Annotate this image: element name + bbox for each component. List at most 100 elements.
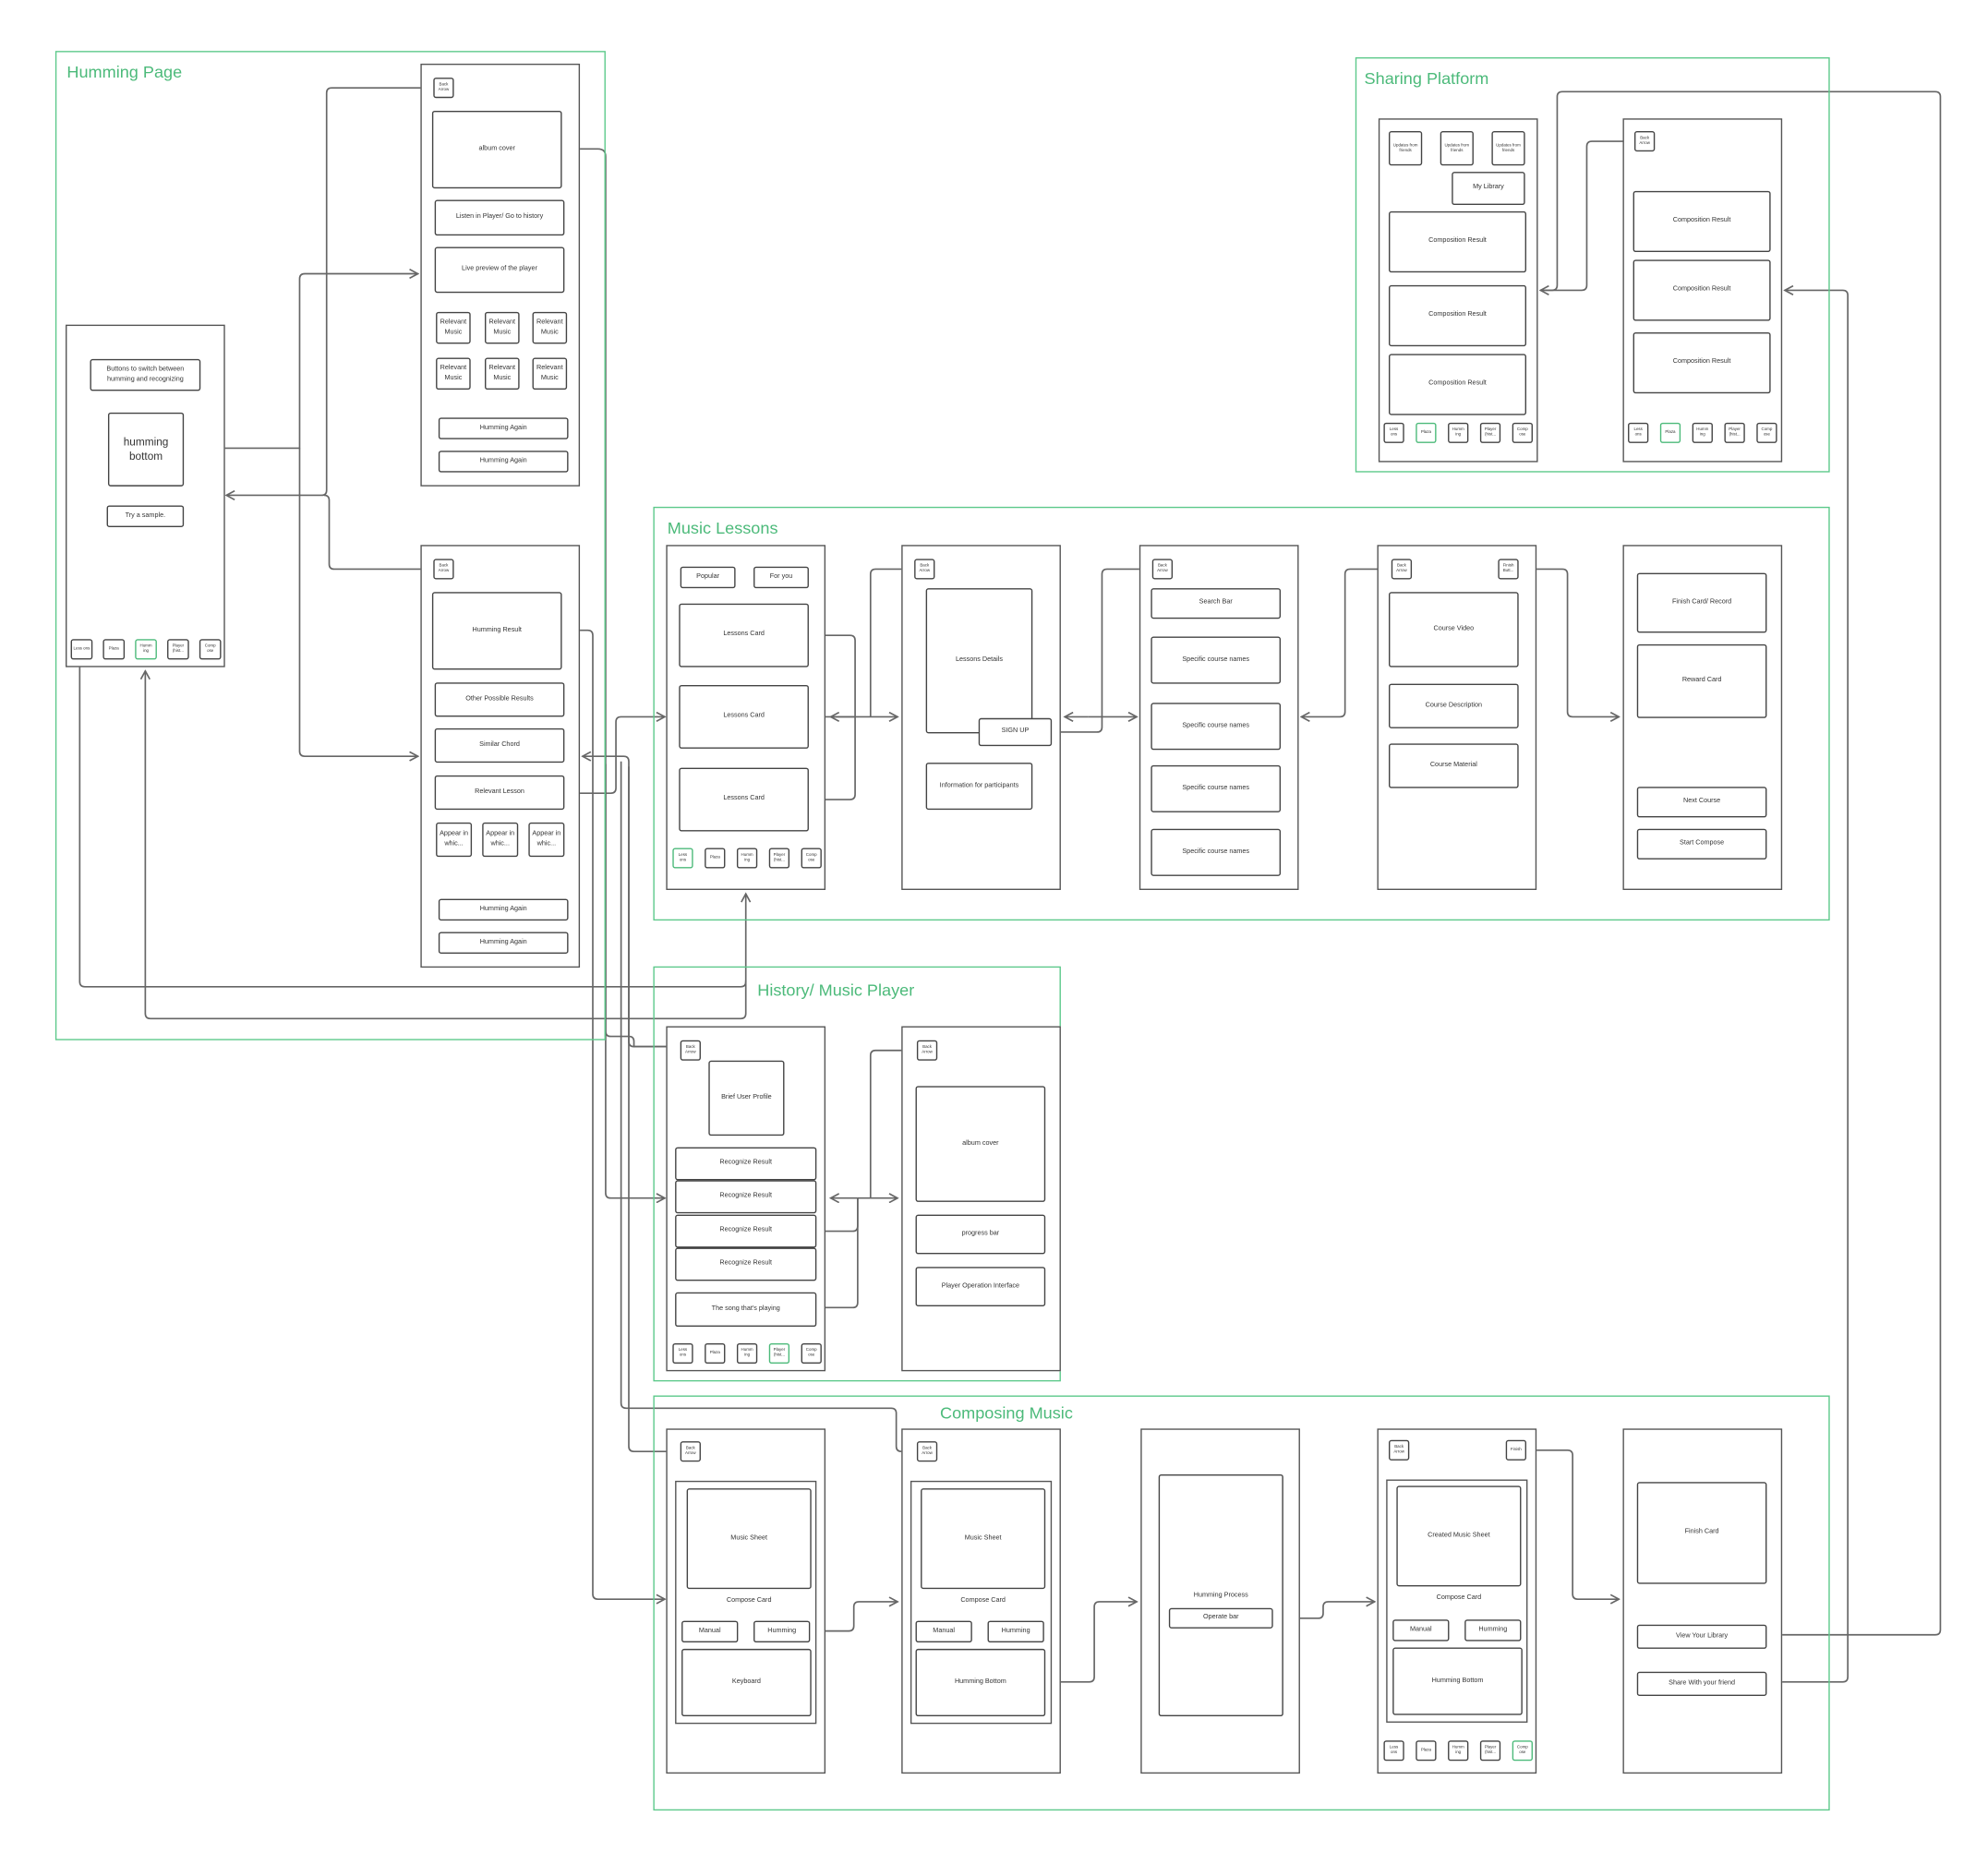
appear-in-card[interactable]: Appear in whic...	[528, 822, 565, 858]
relevant-music-card[interactable]: Relevant Music	[436, 311, 471, 344]
tab-lessons[interactable]: Less ons	[672, 1342, 693, 1365]
back-arrow-button[interactable]: Back Arrow	[1151, 559, 1174, 580]
manual-button[interactable]: Manual	[915, 1620, 972, 1643]
tab-humming[interactable]: Humm ing	[736, 1342, 758, 1365]
tab-plaza[interactable]: Plaza	[1416, 1740, 1437, 1762]
recognize-result-row[interactable]: Recognize Result	[675, 1247, 817, 1281]
tab-humming[interactable]: Humm ing	[1448, 1740, 1469, 1762]
back-arrow-button[interactable]: Back Arrow	[916, 1040, 938, 1061]
start-compose-button[interactable]: Start Compose	[1636, 828, 1767, 860]
friend-updates-card[interactable]: Updates from friends	[1440, 131, 1474, 166]
relevant-music-card[interactable]: Relevant Music	[436, 357, 471, 391]
tab-compose[interactable]: Comp ose	[801, 848, 822, 869]
lessons-card[interactable]: Lessons Card	[679, 684, 809, 749]
my-library-button[interactable]: My Library	[1452, 172, 1525, 206]
tab-compose[interactable]: Comp ose	[801, 1342, 822, 1365]
recognize-result-row[interactable]: Recognize Result	[675, 1214, 817, 1248]
composition-result-card[interactable]: Composition Result	[1633, 190, 1771, 253]
back-arrow-button[interactable]: Back Arrow	[680, 1040, 701, 1061]
back-arrow-button[interactable]: Back Arrow	[916, 1441, 938, 1462]
relevant-music-card[interactable]: Relevant Music	[485, 311, 520, 344]
tab-compose[interactable]: Comp ose	[199, 639, 222, 660]
similar-chord-button[interactable]: Similar Chord	[434, 728, 565, 764]
course-name-card[interactable]: Specific course names	[1151, 828, 1282, 876]
back-arrow-button[interactable]: Back Arrow	[914, 559, 935, 580]
course-video[interactable]: Course Video	[1389, 592, 1519, 667]
back-arrow-button[interactable]: Back Arrow	[433, 78, 454, 99]
finish-card-record[interactable]: Finish Card/ Record	[1636, 572, 1767, 633]
brief-user-profile[interactable]: Brief User Profile	[708, 1060, 785, 1136]
player-operation-interface[interactable]: Player Operation Interface	[915, 1267, 1046, 1306]
album-cover[interactable]: album cover	[915, 1086, 1046, 1202]
tab-lessons[interactable]: Less ons	[1628, 422, 1649, 443]
recognize-result-row[interactable]: Recognize Result	[675, 1147, 817, 1181]
search-bar[interactable]: Search Bar	[1151, 588, 1282, 619]
tab-plaza[interactable]: Plaza	[705, 1342, 726, 1365]
humming-bottom-button[interactable]: Humming Bottom	[1392, 1647, 1523, 1715]
try-sample-button[interactable]: Try a sample.	[106, 505, 185, 527]
tab-humming[interactable]: Humm ing	[1448, 422, 1469, 443]
composition-result-card[interactable]: Composition Result	[1633, 331, 1771, 394]
back-arrow-button[interactable]: Back Arrow	[1391, 559, 1413, 580]
appear-in-card[interactable]: Appear in whic...	[436, 822, 473, 858]
humming-bottom-button[interactable]: humming bottom	[107, 412, 185, 487]
recognize-result-row[interactable]: Recognize Result	[675, 1180, 817, 1214]
back-arrow-button[interactable]: Back Arrow	[1633, 131, 1656, 152]
course-description[interactable]: Course Description	[1389, 683, 1519, 728]
tab-player[interactable]: Player (hist...	[167, 639, 189, 660]
composition-result-card[interactable]: Composition Result	[1633, 259, 1771, 321]
humming-process-area[interactable]: Humming Process	[1158, 1473, 1283, 1717]
humming-again-button[interactable]: Humming Again	[438, 932, 569, 954]
tab-plaza[interactable]: Plaza	[102, 639, 126, 660]
course-name-card[interactable]: Specific course names	[1151, 764, 1282, 812]
friend-updates-card[interactable]: Updates from friends	[1491, 131, 1525, 166]
sign-up-button[interactable]: SIGN UP	[978, 717, 1053, 747]
composition-result-card[interactable]: Composition Result	[1389, 210, 1527, 273]
tab-player[interactable]: Player (hist...	[1479, 422, 1501, 443]
finish-button[interactable]: Finish	[1505, 1439, 1527, 1461]
tab-lessons[interactable]: Less ons	[70, 639, 93, 660]
manual-button[interactable]: Manual	[1392, 1619, 1450, 1642]
appear-in-card[interactable]: Appear in whic...	[482, 822, 519, 858]
tab-plaza[interactable]: Plaza	[1416, 422, 1437, 443]
tab-player[interactable]: Player (hist...	[1724, 422, 1745, 443]
relevant-music-card[interactable]: Relevant Music	[485, 357, 520, 391]
tab-plaza[interactable]: Plaza	[705, 848, 726, 869]
back-arrow-button[interactable]: Back Arrow	[433, 559, 454, 580]
humming-button[interactable]: Humming	[753, 1620, 811, 1643]
tab-humming[interactable]: Humm ing	[1692, 422, 1713, 443]
music-sheet[interactable]: Music Sheet	[686, 1488, 812, 1590]
listen-in-player-button[interactable]: Listen in Player/ Go to history	[434, 199, 565, 236]
tab-compose[interactable]: Comp ose	[1512, 422, 1533, 443]
lessons-card[interactable]: Lessons Card	[679, 767, 809, 832]
now-playing-song[interactable]: The song that's playing	[675, 1292, 817, 1328]
live-preview-player[interactable]: Live preview of the player	[434, 247, 565, 294]
humming-again-button[interactable]: Humming Again	[438, 898, 569, 921]
participants-info[interactable]: Information for participants	[925, 763, 1033, 811]
humming-button[interactable]: Humming	[1464, 1619, 1522, 1642]
tab-player[interactable]: Player (hist...	[1479, 1740, 1501, 1762]
tab-plaza[interactable]: Plaza	[1659, 422, 1681, 443]
tab-lessons[interactable]: Less ons	[1383, 1740, 1404, 1762]
relevant-music-card[interactable]: Relevant Music	[532, 357, 568, 391]
composition-result-card[interactable]: Composition Result	[1389, 284, 1527, 347]
view-library-button[interactable]: View Your Library	[1636, 1624, 1767, 1649]
tab-lessons[interactable]: Less ons	[1383, 422, 1404, 443]
reward-card[interactable]: Reward Card	[1636, 643, 1767, 718]
tab-humming[interactable]: Humm ing	[135, 639, 157, 660]
switch-mode-buttons[interactable]: Buttons to switch between humming and re…	[90, 358, 201, 391]
course-name-card[interactable]: Specific course names	[1151, 703, 1282, 751]
course-material[interactable]: Course Material	[1389, 743, 1519, 788]
tab-lessons[interactable]: Less ons	[672, 848, 693, 869]
tab-player[interactable]: Player (hist...	[768, 848, 790, 869]
share-friend-button[interactable]: Share With your friend	[1636, 1671, 1767, 1696]
finish-course-button[interactable]: Finish Butt...	[1498, 559, 1519, 580]
tab-compose[interactable]: Comp ose	[1756, 422, 1777, 443]
humming-result-card[interactable]: Humming Result	[431, 592, 562, 670]
relevant-music-card[interactable]: Relevant Music	[532, 311, 568, 344]
lesson-details-card[interactable]: Lessons Details	[925, 588, 1033, 734]
other-results-button[interactable]: Other Possible Results	[434, 682, 565, 717]
for-you-tab[interactable]: For you	[753, 566, 809, 589]
tab-compose[interactable]: Comp ose	[1512, 1740, 1533, 1762]
finish-card[interactable]: Finish Card	[1636, 1482, 1767, 1584]
